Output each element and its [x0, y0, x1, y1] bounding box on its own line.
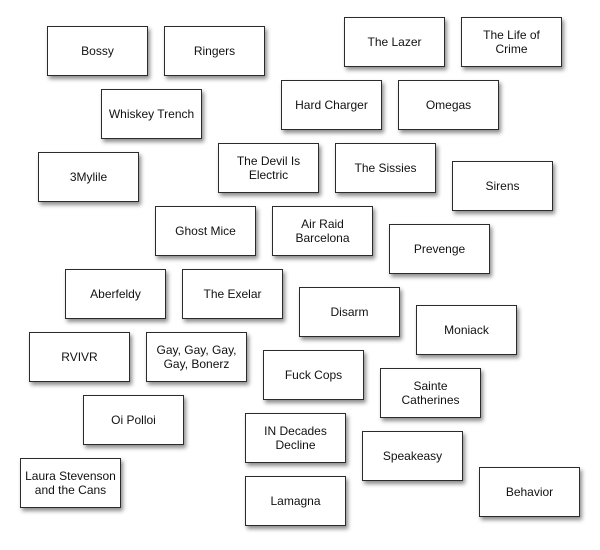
card-label: IN Decades Decline: [264, 424, 327, 452]
card-laura-stevenson-and-the-cans[interactable]: Laura Stevenson and the Cans: [20, 458, 121, 508]
card-the-devil-is-electric[interactable]: The Devil Is Electric: [218, 143, 319, 193]
card-disarm[interactable]: Disarm: [299, 287, 400, 337]
card-label: Hard Charger: [295, 98, 368, 112]
card-label: Aberfeldy: [90, 287, 141, 301]
card-oi-polloi[interactable]: Oi Polloi: [83, 395, 184, 445]
card-label: The Devil Is Electric: [236, 154, 301, 182]
card-ghost-mice[interactable]: Ghost Mice: [155, 206, 256, 256]
card-label: The Life of Crime: [483, 28, 540, 56]
card-whiskey-trench[interactable]: Whiskey Trench: [101, 89, 202, 139]
card-label: The Lazer: [367, 35, 422, 49]
card-sirens[interactable]: Sirens: [452, 161, 553, 211]
card-speakeasy[interactable]: Speakeasy: [362, 431, 463, 481]
card-3mylile[interactable]: 3Mylile: [38, 152, 139, 202]
card-the-lazer[interactable]: The Lazer: [344, 17, 445, 67]
card-ringers[interactable]: Ringers: [164, 26, 265, 76]
card-label: Ringers: [193, 44, 236, 58]
card-label: Sirens: [485, 179, 520, 193]
card-air-raid-barcelona[interactable]: Air Raid Barcelona: [272, 206, 373, 256]
card-label: Moniack: [444, 323, 489, 337]
card-lamagna[interactable]: Lamagna: [245, 476, 346, 526]
card-aberfeldy[interactable]: Aberfeldy: [65, 269, 166, 319]
card-label: Behavior: [505, 485, 554, 499]
card-behavior[interactable]: Behavior: [479, 467, 580, 517]
card-sainte-catherines[interactable]: Sainte Catherines: [380, 368, 481, 418]
card-the-life-of-crime[interactable]: The Life of Crime: [461, 17, 562, 67]
card-label: Gay, Gay, Gay, Gay, Bonerz: [156, 343, 237, 371]
card-label: Prevenge: [413, 242, 466, 256]
card-rvivr[interactable]: RVIVR: [29, 332, 130, 382]
card-prevenge[interactable]: Prevenge: [389, 224, 490, 274]
card-label: Speakeasy: [382, 449, 443, 463]
card-in-decades-decline[interactable]: IN Decades Decline: [245, 413, 346, 463]
card-hard-charger[interactable]: Hard Charger: [281, 80, 382, 130]
card-label: Laura Stevenson and the Cans: [25, 469, 116, 497]
card-label: Oi Polloi: [111, 413, 156, 427]
card-label: 3Mylile: [69, 170, 108, 184]
card-label: Ghost Mice: [175, 224, 236, 238]
card-the-sissies[interactable]: The Sissies: [335, 143, 436, 193]
card-label: The Exelar: [203, 287, 262, 301]
card-label: Fuck Cops: [284, 368, 343, 382]
card-label: Bossy: [81, 44, 114, 58]
card-label: Disarm: [330, 305, 369, 319]
card-label: Air Raid Barcelona: [295, 217, 350, 245]
card-bossy[interactable]: Bossy: [47, 26, 148, 76]
card-label: Sainte Catherines: [401, 379, 460, 407]
card-gay-gay-gay-gay-bonerz[interactable]: Gay, Gay, Gay, Gay, Bonerz: [146, 332, 247, 382]
card-omegas[interactable]: Omegas: [398, 80, 499, 130]
card-fuck-cops[interactable]: Fuck Cops: [263, 350, 364, 400]
card-label: RVIVR: [61, 350, 98, 364]
card-moniack[interactable]: Moniack: [416, 305, 517, 355]
card-the-exelar[interactable]: The Exelar: [182, 269, 283, 319]
card-label: The Sissies: [354, 161, 417, 175]
card-label: Whiskey Trench: [108, 107, 195, 121]
card-label: Omegas: [425, 98, 472, 112]
card-label: Lamagna: [270, 494, 321, 508]
